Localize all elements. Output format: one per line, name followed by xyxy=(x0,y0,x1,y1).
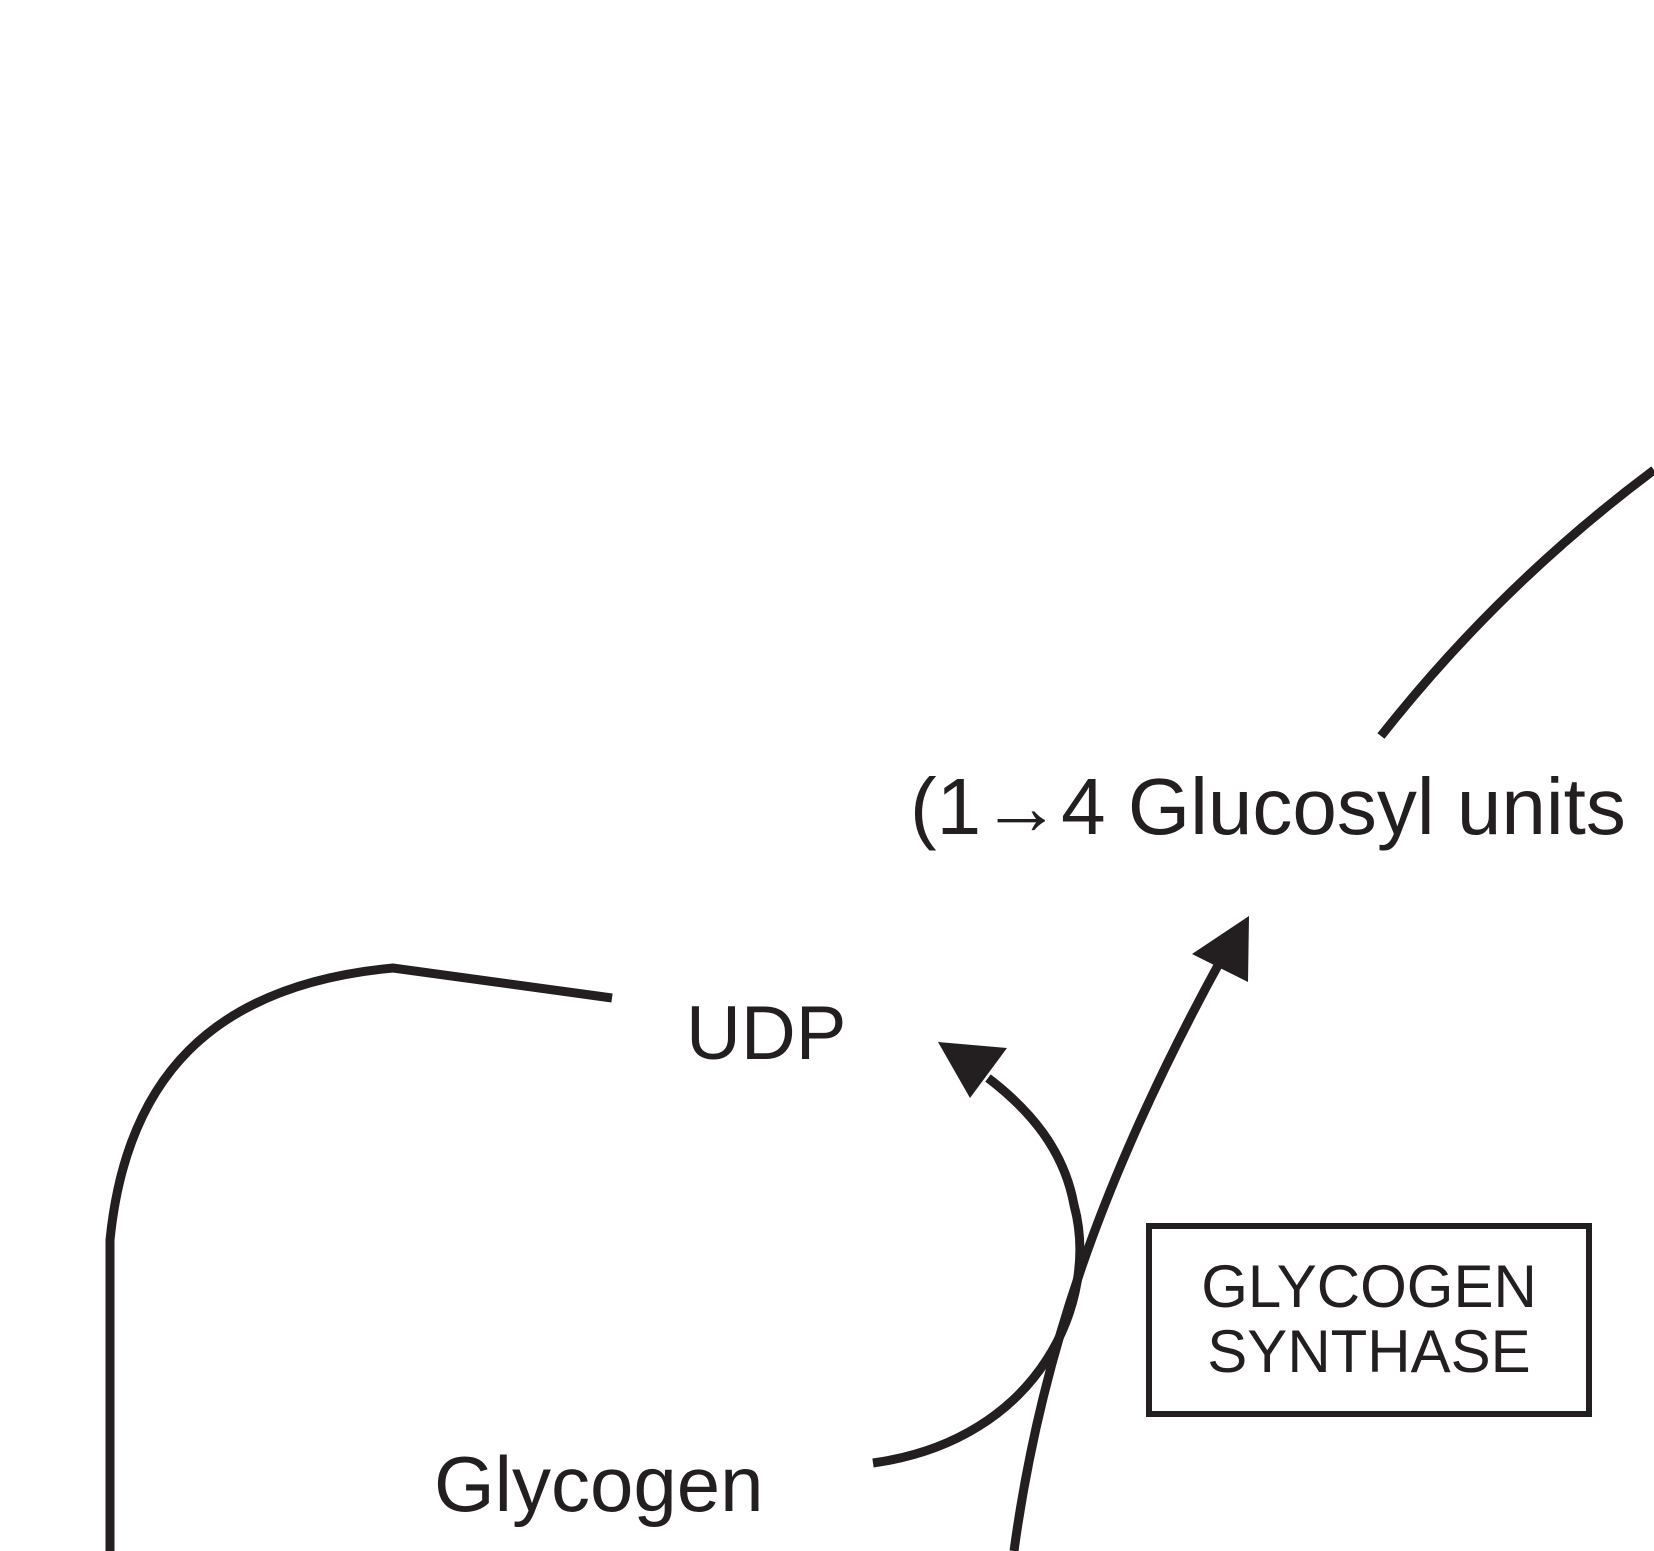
enzyme-name-line-2: SYNTHASE xyxy=(1207,1318,1531,1385)
enzyme-name-line-1: GLYCOGEN xyxy=(1201,1253,1537,1321)
udp-release-arrowhead xyxy=(938,1042,1007,1098)
glycogen-loop-line xyxy=(105,963,613,1551)
udp-release-arrow xyxy=(872,1074,1085,1468)
glycogen-synthase-box: GLYCOGEN SYNTHASE xyxy=(1146,1223,1592,1417)
incoming-curve xyxy=(1377,466,1654,739)
main-reaction-arrowhead xyxy=(1192,916,1249,982)
glycogen-label: Glycogen xyxy=(434,1440,764,1528)
udp-label: UDP xyxy=(686,991,847,1076)
glucosyl-units-label: (1→4 Glucosyl units xyxy=(910,762,1626,851)
